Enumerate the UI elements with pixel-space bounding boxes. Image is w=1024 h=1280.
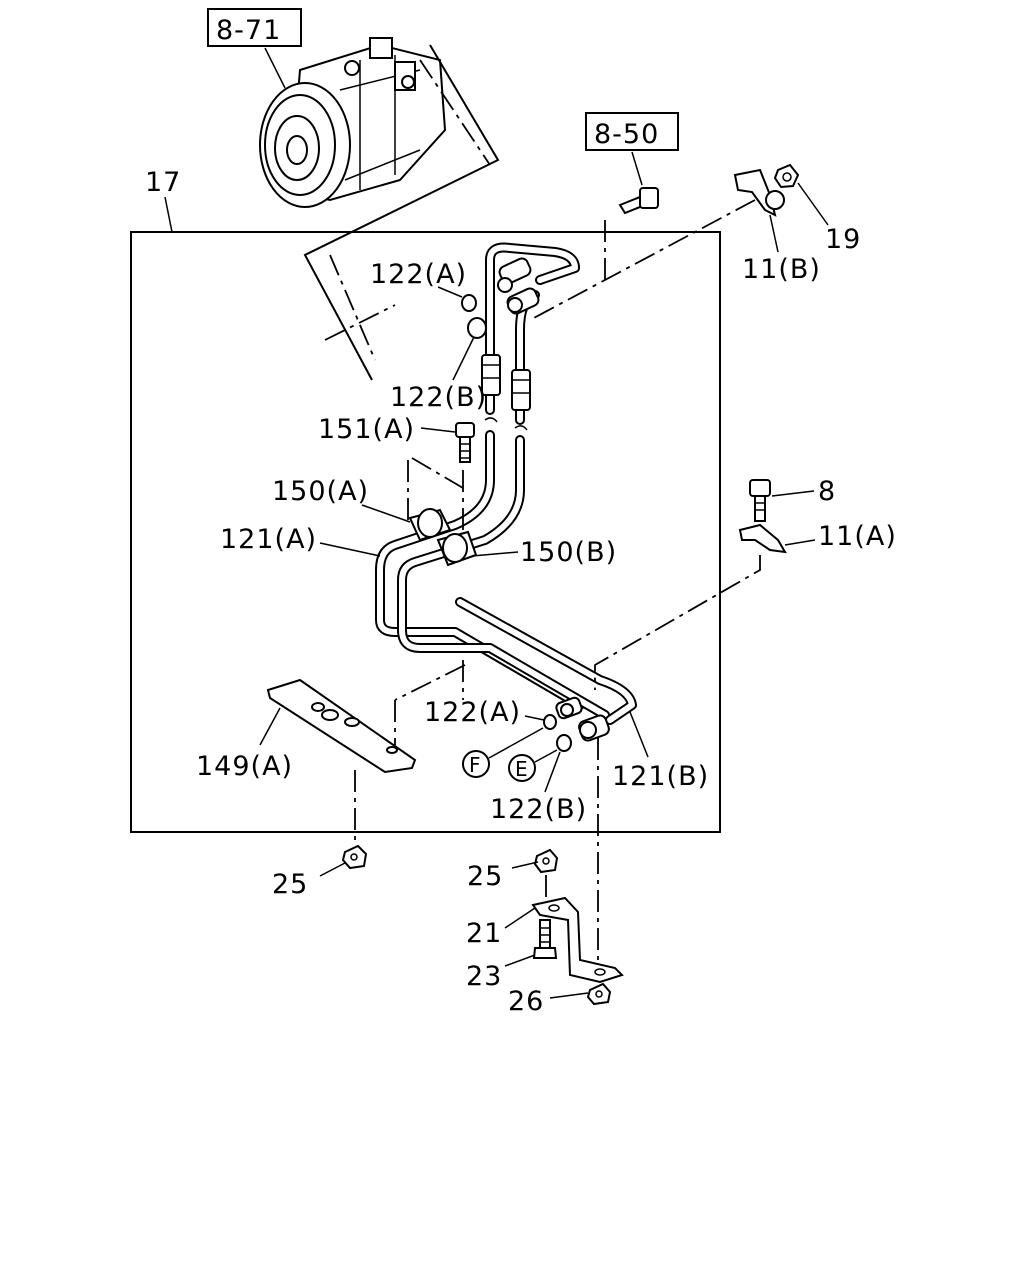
oring-122a-bottom [543,714,557,730]
label-17: 17 [145,167,181,198]
bolt-23 [532,919,558,959]
label-8: 8 [818,476,836,507]
ref-box-8-50 [585,112,679,151]
label-11a: 11(A) [818,521,897,552]
label-121a: 121(A) [220,524,317,555]
label-11b-top: 11(B) [742,254,821,285]
clip-11b [733,168,785,217]
ref-label-8-71: 8-71 [216,15,281,46]
label-149a: 149(A) [196,751,293,782]
label-150a: 150(A) [272,476,369,507]
bracket-149a [266,678,417,774]
label-122b-bottom: 122(B) [490,794,587,825]
oring-122b-top [467,317,487,339]
marker-f [462,750,490,778]
label-26: 26 [508,986,544,1017]
oring-122b-bottom [556,734,572,752]
clamp-150b [436,530,478,567]
clip-11a [738,523,787,554]
nut-25-right [533,848,559,874]
clamp-150a [408,508,452,542]
bolt-151a [455,422,475,463]
oring-122a-top [461,294,477,312]
marker-e [508,754,536,782]
compressor-mount-outline [303,44,500,381]
assembly-frame [130,231,721,833]
label-21: 21 [466,918,502,949]
label-19: 19 [825,224,861,255]
marker-f-label: F [469,753,481,777]
compressor-illustration [259,37,447,208]
bracket-21 [531,896,624,984]
bolt-8 [749,479,771,522]
label-121b: 121(B) [612,761,709,792]
label-150b: 150(B) [520,537,617,568]
label-122b-top: 122(B) [390,382,487,413]
label-122a-bottom: 122(A) [424,697,521,728]
marker-e-label: E [515,757,528,781]
label-23: 23 [466,961,502,992]
lower-pipes [375,430,637,742]
ref-label-8-50: 8-50 [594,119,659,150]
nut-19 [773,163,800,189]
nut-25-left [341,844,368,870]
bolt-8-50 [618,187,659,215]
label-151a: 151(A) [318,414,415,445]
label-25-right: 25 [467,861,503,892]
label-122a-top: 122(A) [370,259,467,290]
nut-26 [586,982,612,1006]
upper-pipes [481,242,580,425]
ref-box-8-71 [207,8,302,47]
label-25-left: 25 [272,869,308,900]
